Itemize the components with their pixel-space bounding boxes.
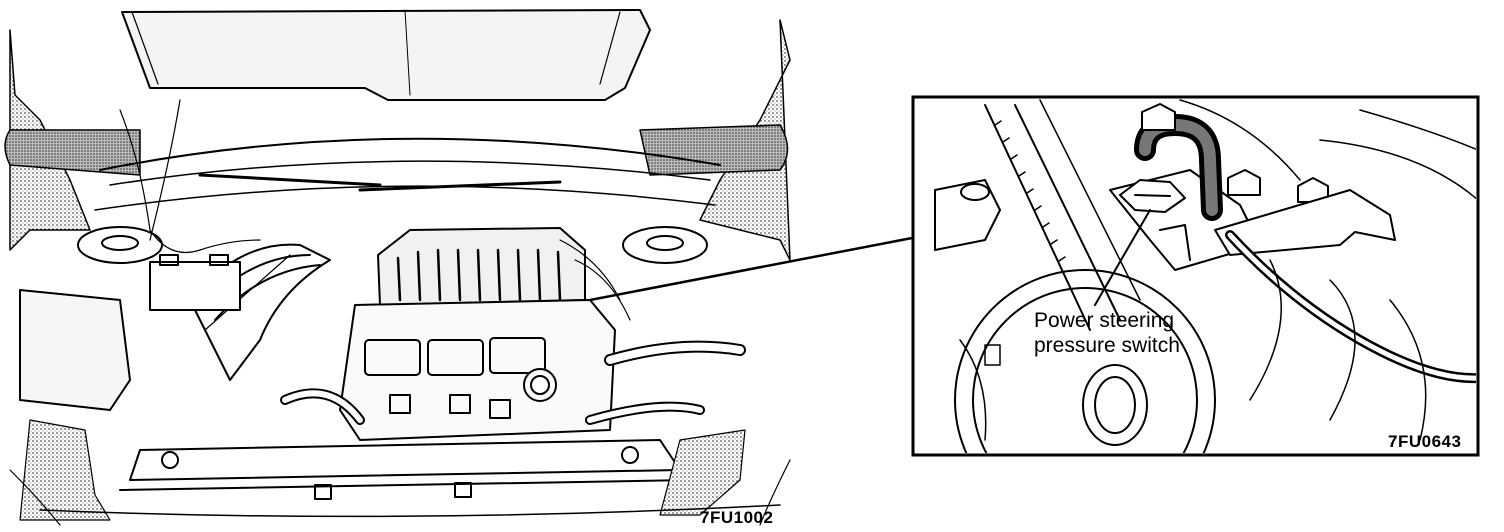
left-hood-pad <box>4 129 141 176</box>
right-fender <box>699 19 791 261</box>
right-hood-pad <box>639 124 789 176</box>
bolt-1 <box>1227 169 1261 196</box>
callout-label: Power steering pressure switch <box>1034 308 1180 358</box>
oil-filler-cap <box>523 368 557 402</box>
callout-line-2: pressure switch <box>1034 334 1180 357</box>
right-lower-fender <box>659 429 746 516</box>
left-lower-fender <box>19 419 111 521</box>
figure-code-main: 7FU1002 <box>700 508 774 527</box>
leader-line <box>589 236 913 302</box>
inset-frame <box>911 95 1480 457</box>
intake-plenum <box>377 227 586 306</box>
inset-detail <box>911 95 1480 457</box>
callout-line-1: Power steering <box>1034 309 1175 332</box>
right-strut-tower <box>622 226 708 264</box>
valve-cover <box>339 299 616 441</box>
callout-leader <box>1094 209 1151 306</box>
hood-panel <box>121 9 651 101</box>
battery <box>149 261 241 311</box>
left-strut-tower <box>77 226 163 264</box>
figure-code-inset: 7FU0643 <box>1388 432 1462 451</box>
engine-bay-illustration <box>4 9 791 526</box>
pulley <box>954 269 1216 453</box>
radiator-support <box>129 439 681 481</box>
air-cleaner <box>19 289 131 411</box>
bolt-2 <box>1297 177 1329 203</box>
